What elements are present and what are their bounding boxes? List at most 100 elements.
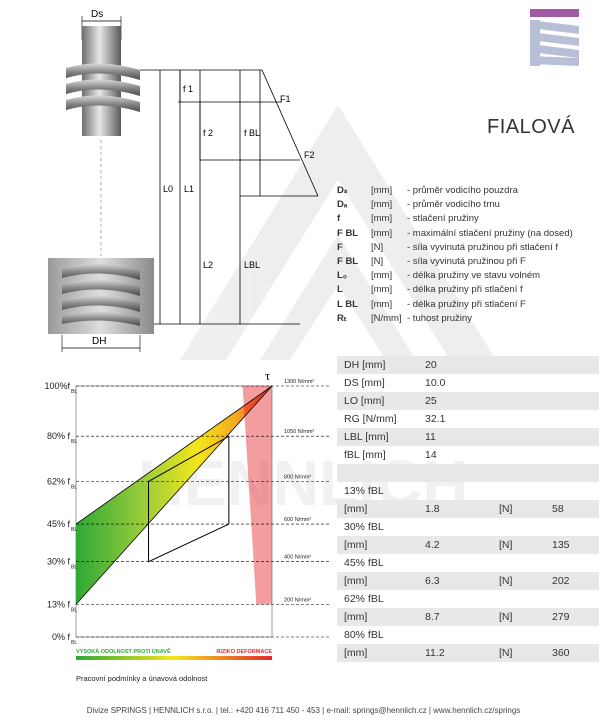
mm-label: [mm]	[344, 503, 368, 515]
spring-color-title: FIALOVÁ	[487, 116, 575, 138]
n-label: [N]	[499, 503, 513, 515]
y-tick-label: 62% f	[47, 476, 71, 486]
legend-unit: [mm]	[371, 284, 393, 296]
L2-label: L2	[203, 260, 213, 270]
load-case-values-row: [mm] 4.2 [N] 135	[337, 536, 599, 554]
n-value: 58	[552, 503, 564, 515]
legend-unit: [mm]	[371, 199, 393, 211]
brand-accent-bar	[530, 9, 579, 17]
hennlich-m-logo-icon	[530, 20, 579, 66]
lower-envelope-line	[75, 385, 273, 605]
f2-label: f 2	[203, 128, 213, 138]
y-tick-subscript: BL	[71, 565, 77, 571]
legend-description: - tuhost pružiny	[407, 312, 472, 324]
zone-label-green: VYSOKÁ ODOLNOST PROTI ÚNAVĚ	[76, 647, 171, 655]
n-value: 135	[552, 539, 570, 551]
y-tick-label: 0% f	[52, 632, 71, 642]
param-label: LBL [mm]	[344, 431, 389, 443]
param-label: fBL [mm]	[344, 449, 386, 461]
param-value: 25	[425, 395, 437, 407]
L1-label: L1	[184, 184, 194, 194]
mm-value: 6.3	[425, 575, 440, 587]
legend-row: Dₛ[mm]- průměr vodicího pouzdra	[337, 184, 607, 198]
load-case-header-row: 13% fBL	[337, 482, 599, 500]
n-label: [N]	[499, 647, 513, 659]
legend-description: - stlačení pružiny	[407, 213, 479, 225]
legend-unit: [N]	[371, 241, 384, 253]
stress-level-label: 600 N/mm²	[284, 517, 311, 523]
param-label: DS [mm]	[344, 377, 385, 389]
n-label: [N]	[499, 575, 513, 587]
zone-color-bar	[76, 656, 272, 660]
upper-spring	[66, 63, 140, 112]
legend-symbol: Dₐ	[337, 199, 348, 211]
ds-label: Ds	[91, 9, 103, 20]
load-case-header-row: 45% fBL	[337, 554, 599, 572]
param-row: DH [mm]20	[337, 356, 599, 374]
dh-label: DH	[92, 336, 106, 347]
param-value: 32.1	[425, 413, 446, 425]
legend-row: L BL[mm]- délka pružiny při stlačení F	[337, 298, 607, 312]
n-label: [N]	[499, 539, 513, 551]
stress-level-label: 200 N/mm²	[284, 597, 311, 603]
param-row: LO [mm] 25	[337, 392, 599, 410]
legend-row: F BL[mm]- maximální stlačení pružiny (na…	[337, 227, 607, 241]
param-row: DS [mm]10.0	[337, 374, 599, 392]
n-label: [N]	[499, 611, 513, 623]
risk-zone-wash	[242, 386, 272, 605]
legend-unit: [mm]	[371, 270, 393, 282]
param-value: 20	[425, 359, 437, 371]
y-tick-subscript: BL	[71, 484, 77, 490]
n-value: 202	[552, 575, 570, 587]
dimension-lines	[140, 69, 319, 325]
stress-level-label: 800 N/mm²	[284, 474, 311, 480]
legend-symbol: F	[337, 241, 343, 253]
param-row: fBL [mm] 14	[337, 446, 599, 464]
load-case-values-row: [mm]8.7[N]279	[337, 608, 599, 626]
n-value: 279	[552, 611, 570, 623]
stress-level-label: 1050 N/mm²	[284, 429, 314, 435]
legend-description: - délka pružiny ve stavu volném	[407, 270, 541, 282]
param-label: LO [mm]	[344, 395, 385, 407]
mm-label: [mm]	[344, 539, 368, 551]
fbl-label: f BL	[244, 128, 260, 138]
mm-value: 1.8	[425, 503, 440, 515]
spring-dimension-diagram: Ds DH f 1 f 2 f BL F1 F2	[48, 9, 319, 352]
watermark-triangle-inner	[260, 235, 416, 360]
footer-contact: Divize SPRINGS | HENNLICH s.r.o. | tel.:…	[86, 706, 521, 715]
y-tick-subscript: BL	[71, 640, 77, 646]
stress-level-label: 400 N/mm²	[284, 555, 311, 561]
legend-unit: [N]	[371, 256, 384, 268]
mm-value: 4.2	[425, 539, 440, 551]
y-tick-subscript: BL	[71, 607, 77, 613]
param-row: RG [N/mm]32.1	[337, 410, 599, 428]
f1-label: f 1	[183, 84, 193, 94]
param-row: LBL [mm]11	[337, 428, 599, 446]
y-tick-subscript: BL	[71, 439, 77, 445]
legend-row: L₀[mm]- délka pružiny ve stavu volném	[337, 269, 607, 283]
legend-symbol: F BL	[337, 227, 359, 239]
L0-label: L0	[163, 184, 173, 194]
y-tick-subscript: BL	[71, 527, 77, 533]
lower-spring	[62, 263, 140, 326]
legend-description: - síla vyvinutá pružinou při F	[407, 256, 526, 268]
legend-row: L[mm]- délka pružiny při stlačení f	[337, 283, 607, 297]
stress-level-label: 1300 N/mm²	[284, 379, 314, 385]
param-value: 14	[425, 449, 437, 461]
legend-description: - průměr vodicího trnu	[407, 199, 500, 211]
F2-label: F2	[304, 150, 315, 160]
load-case-title: 62% fBL	[344, 593, 384, 605]
tau-symbol: τ	[265, 368, 270, 383]
chart-caption: Pracovní podmínky a únavová odolnost	[76, 674, 208, 683]
legend-symbol: f	[337, 213, 341, 225]
mm-value: 11.2	[425, 647, 445, 659]
load-case-header-row: 80% fBL	[337, 626, 599, 644]
legend-symbol: Rₜ	[337, 312, 347, 324]
zone-label-red: RIZIKO DEFORMACE	[216, 649, 272, 655]
legend-symbol: L BL	[337, 298, 358, 310]
load-case-title: 80% fBL	[344, 629, 384, 641]
load-case-title: 13% fBL	[344, 485, 384, 497]
